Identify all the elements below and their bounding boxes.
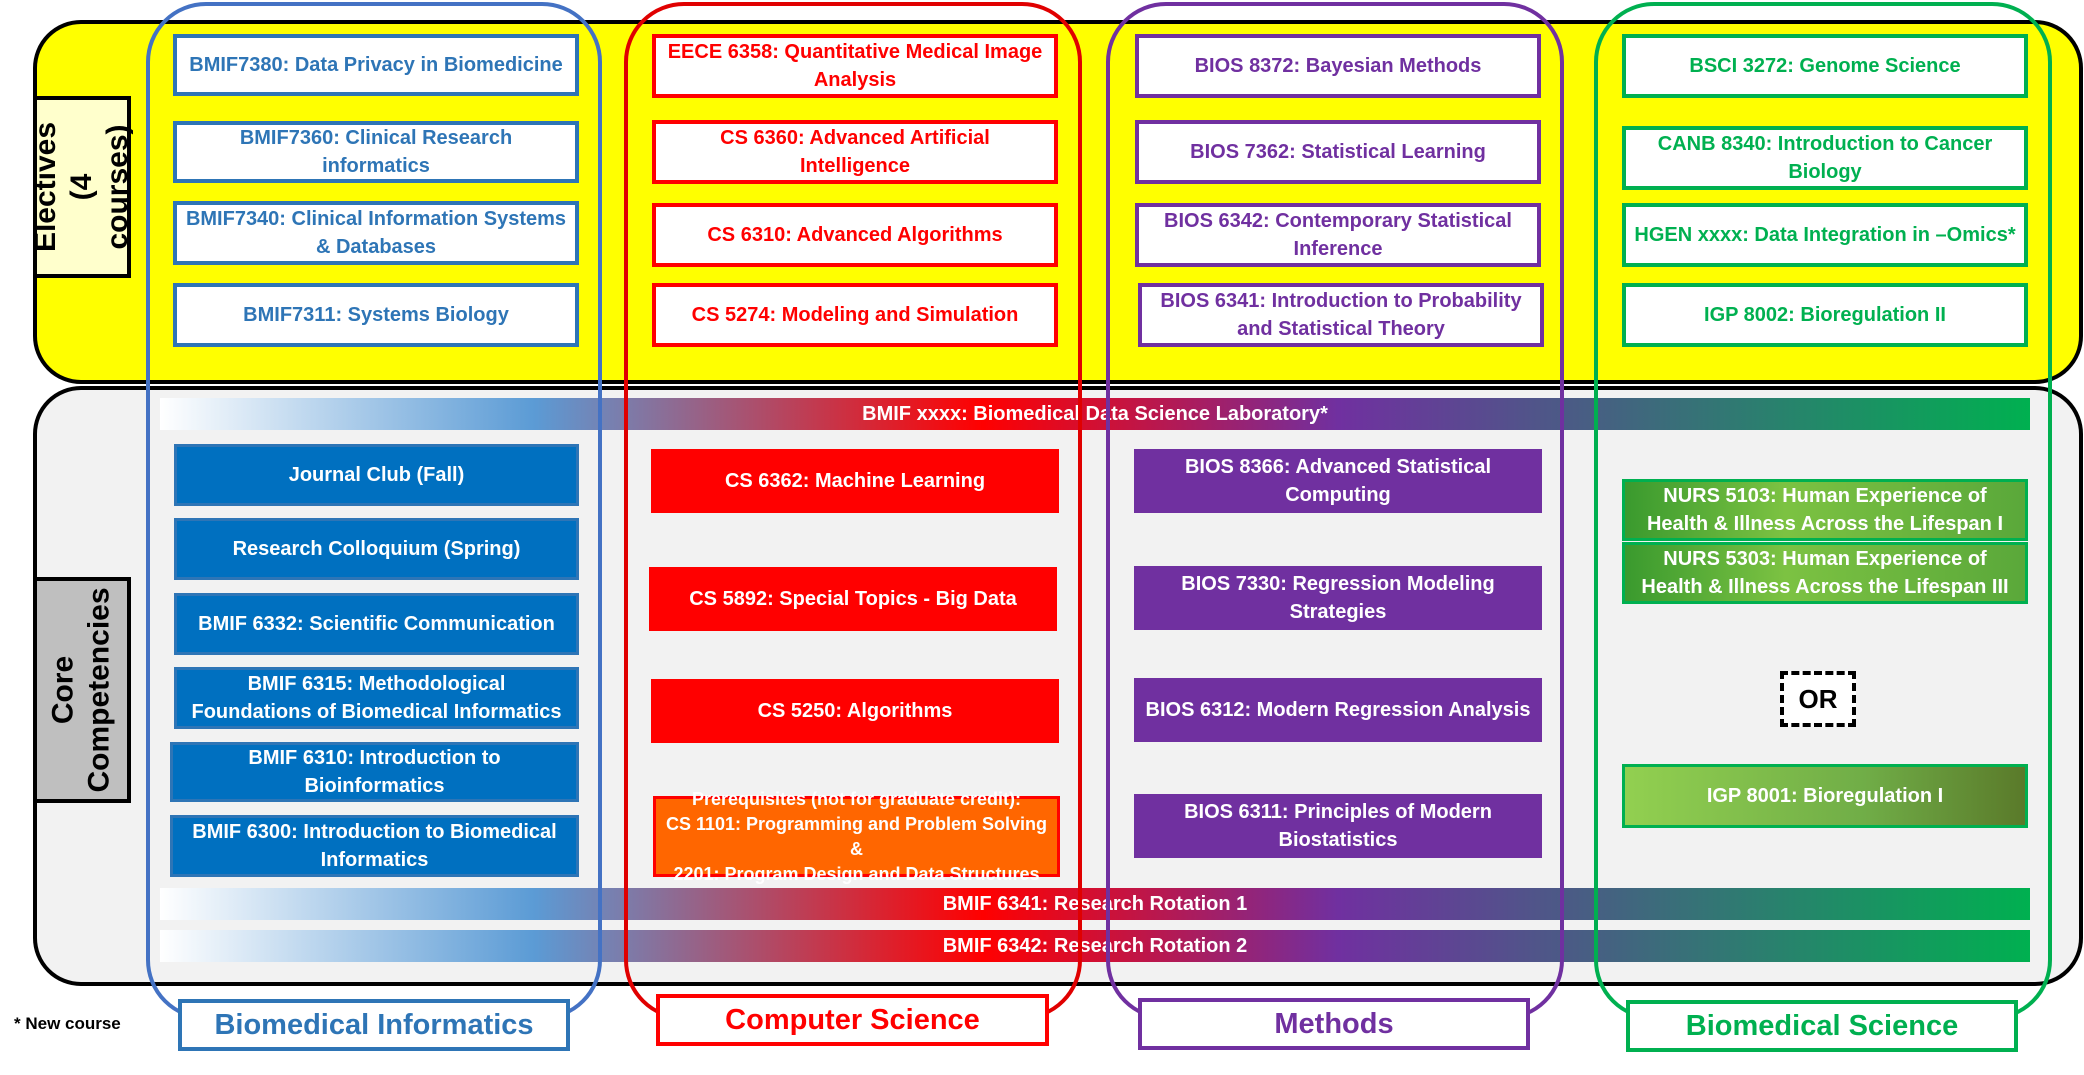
core-cs5250: CS 5250: Algorithms [651,679,1059,743]
elective-bios6342: BIOS 6342: Contemporary Statistical Infe… [1135,203,1541,267]
new-course-footnote: * New course [14,1014,121,1033]
core-nurs5103: NURS 5103: Human Experience of Health & … [1622,479,2028,541]
core-section-label: Core Competencies [33,577,131,803]
cs-prerequisites-box: Prerequisites (not for graduate credit):… [653,789,1060,884]
core-bmif6332: BMIF 6332: Scientific Communication [174,593,579,655]
core-bmif6310: BMIF 6310: Introduction to Bioinformatic… [170,742,579,802]
elective-cs5274: CS 5274: Modeling and Simulation [652,283,1058,347]
elective-igp8002: IGP 8002: Bioregulation II [1622,283,2028,347]
column-header-computer-science: Computer Science [656,994,1049,1046]
core-cs6362: CS 6362: Machine Learning [651,449,1059,513]
elective-bios7362: BIOS 7362: Statistical Learning [1135,120,1541,184]
core-nurs5303: NURS 5303: Human Experience of Health & … [1622,542,2028,604]
column-outline-biomedical-informatics [146,2,602,1020]
elective-bmif7340: BMIF7340: Clinical Information Systems &… [173,201,579,265]
elective-eece6358: EECE 6358: Quantitative Medical Image An… [652,34,1058,98]
elective-bmif7360: BMIF7360: Clinical Research informatics [173,121,579,183]
core-bmif6315: BMIF 6315: Methodological Foundations of… [174,667,579,729]
elective-bios8372: BIOS 8372: Bayesian Methods [1135,34,1541,98]
electives-label-text: Electives (4 courses) [29,121,134,253]
research-rotation-1-bar: BMIF 6341: Research Rotation 1 [160,888,2030,920]
column-header-biomedical-science: Biomedical Science [1626,1000,2018,1052]
research-rotation-2-bar: BMIF 6342: Research Rotation 2 [160,930,2030,962]
column-outline-biomedical-science [1594,2,2052,1020]
core-journal-club: Journal Club (Fall) [174,444,579,506]
column-header-methods: Methods [1138,998,1530,1050]
core-cs5892: CS 5892: Special Topics - Big Data [649,567,1057,631]
electives-section-label: Electives (4 courses) [29,96,134,278]
elective-cs6310: CS 6310: Advanced Algorithms [652,203,1058,267]
elective-bsci3272: BSCI 3272: Genome Science [1622,34,2028,98]
biomedical-data-science-lab-bar: BMIF xxxx: Biomedical Data Science Labor… [160,398,2030,430]
or-connector: OR [1780,671,1856,727]
column-outline-computer-science [624,2,1082,1020]
core-research-colloquium: Research Colloquium (Spring) [174,518,579,580]
core-igp8001: IGP 8001: Bioregulation I [1622,764,2028,828]
elective-bios6341: BIOS 6341: Introduction to Probability a… [1138,283,1544,347]
core-bios6311: BIOS 6311: Principles of Modern Biostati… [1134,794,1542,858]
core-bios8366: BIOS 8366: Advanced Statistical Computin… [1134,449,1542,513]
elective-hgen-omics: HGEN xxxx: Data Integration in –Omics* [1622,203,2028,267]
core-bios7330: BIOS 7330: Regression Modeling Strategie… [1134,566,1542,630]
elective-bmif7311: BMIF7311: Systems Biology [173,283,579,347]
elective-cs6360: CS 6360: Advanced Artificial Intelligenc… [652,120,1058,184]
core-label-text: Core Competencies [47,587,117,793]
column-outline-methods [1106,2,1564,1020]
core-bios6312: BIOS 6312: Modern Regression Analysis [1134,678,1542,742]
elective-bmif7380: BMIF7380: Data Privacy in Biomedicine [173,34,579,96]
column-header-biomedical-informatics: Biomedical Informatics [178,999,570,1051]
elective-canb8340: CANB 8340: Introduction to Cancer Biolog… [1622,126,2028,190]
core-bmif6300: BMIF 6300: Introduction to Biomedical In… [170,815,579,877]
